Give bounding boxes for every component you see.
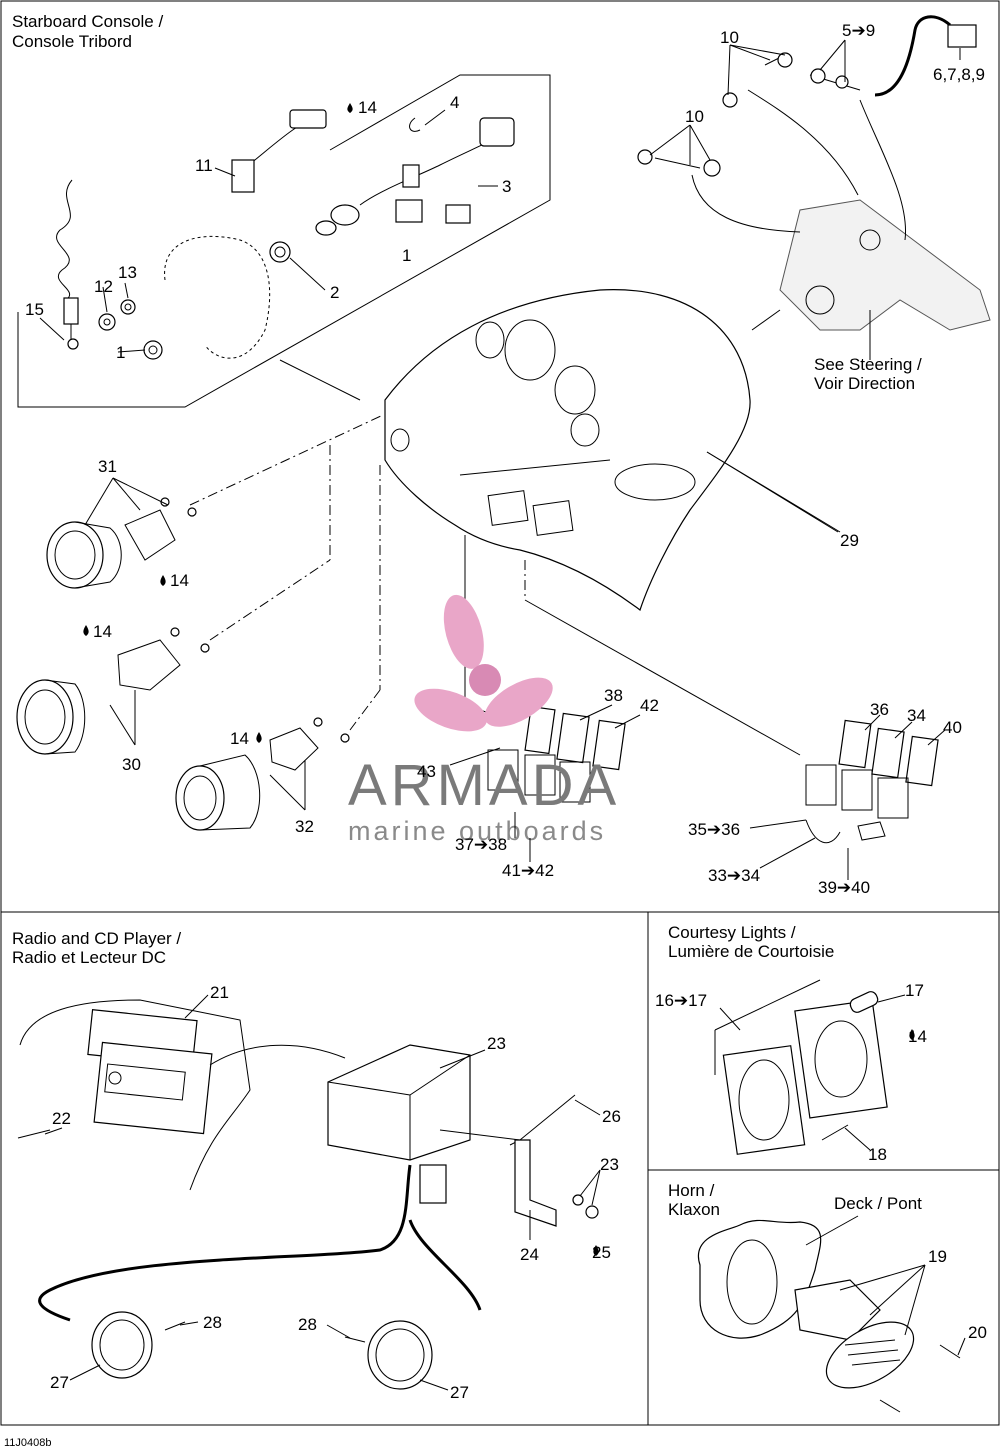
callout-label: 3: [502, 177, 511, 196]
callout-label: 14: [93, 622, 112, 641]
radio-assembly: [17, 999, 599, 1390]
drop-icon: [909, 1029, 915, 1040]
callout-label: 34: [907, 706, 926, 725]
gauge-32: [175, 717, 350, 831]
drop-icons: [83, 103, 915, 1256]
armada-watermark: ARMADA marine outboards: [348, 594, 620, 846]
switch-group-left: [487, 705, 626, 803]
dash-console: [384, 289, 841, 611]
drop-icon: [593, 1245, 599, 1256]
callout-label: 30: [122, 755, 141, 774]
callout-label: 23: [487, 1034, 506, 1053]
callout-label: 20: [968, 1323, 987, 1342]
callout-label: 6,7,8,9: [933, 65, 985, 84]
callout-label: 39➔40: [818, 878, 870, 897]
figure-id: 11J0408b: [4, 1437, 52, 1449]
callout-label: 42: [640, 696, 659, 715]
callout-label: 24: [520, 1245, 539, 1264]
ignition-assembly: [17, 74, 551, 408]
callout-label: 2: [330, 283, 339, 302]
drop-icon: [347, 103, 353, 113]
callout-label: 11: [195, 156, 213, 175]
callout-label: 10: [720, 28, 739, 47]
deck-label: Deck / Pont: [834, 1194, 922, 1213]
callout-label: 31: [98, 457, 117, 476]
callout-label: 14: [230, 729, 249, 748]
watermark-tagline: marine outboards: [348, 816, 606, 846]
callout-label: 1: [402, 246, 411, 265]
radio-title-line1: Radio and CD Player /: [12, 929, 181, 948]
callout-label: 27: [50, 1373, 69, 1392]
callout-label: 28: [203, 1313, 222, 1332]
callout-label: 13: [118, 263, 137, 282]
watermark-brand: ARMADA: [348, 753, 620, 818]
starboard-title-line1: Starboard Console /: [12, 12, 163, 31]
callout-label: 19: [928, 1247, 947, 1266]
propeller-logo-icon: [414, 594, 553, 732]
callout-label: 36: [870, 700, 889, 719]
drop-icon: [160, 575, 166, 586]
callout-label: 37➔38: [455, 835, 507, 854]
callout-label: 15: [25, 300, 44, 319]
callout-label: 17: [905, 981, 924, 1000]
callout-label: 23: [600, 1155, 619, 1174]
drop-icon: [83, 625, 89, 636]
courtesy-title-line1: Courtesy Lights /: [668, 923, 796, 942]
leader-lines: [39, 39, 966, 1391]
steering-ref-line1: See Steering /: [814, 355, 922, 374]
callout-label: 14: [170, 571, 189, 590]
callout-label: 38: [604, 686, 623, 705]
callout-label: 18: [868, 1145, 887, 1164]
steering-assembly: [637, 15, 991, 360]
callout-label: 28: [298, 1315, 317, 1334]
callout-label: 1: [116, 343, 125, 362]
callout-label: 29: [840, 531, 859, 550]
callout-label: 5➔9: [842, 21, 875, 40]
starboard-title-line2: Console Tribord: [12, 32, 132, 51]
courtesy-light-assembly: [714, 979, 888, 1155]
gauge-31: [46, 497, 197, 589]
horn-title-line1: Horn /: [668, 1181, 715, 1200]
callout-label: 12: [94, 277, 113, 296]
radio-title-line2: Radio et Lecteur DC: [12, 948, 166, 967]
callout-label: 21: [210, 983, 229, 1002]
callout-label: 14: [358, 98, 377, 117]
callout-label: 32: [295, 817, 314, 836]
callout-label: 4: [450, 93, 459, 112]
horn-title-line2: Klaxon: [668, 1200, 720, 1219]
horn-assembly: [697, 1219, 961, 1413]
gauge-30: [16, 627, 210, 755]
callout-label: 10: [685, 107, 704, 126]
callout-label: 40: [943, 718, 962, 737]
callout-label: 43: [417, 762, 436, 781]
callout-label: 35➔36: [688, 820, 740, 839]
callout-label: 27: [450, 1383, 469, 1402]
courtesy-title-line2: Lumière de Courtoisie: [668, 942, 834, 961]
callout-label: 33➔34: [708, 866, 760, 885]
callout-label: 26: [602, 1107, 621, 1126]
steering-ref-line2: Voir Direction: [814, 374, 915, 393]
callout-label: 22: [52, 1109, 71, 1128]
callout-labels: 1 1 2 3 4 14 11 5➔9 6,7,8,9 10 10 12 13 …: [25, 21, 987, 1402]
panel-frame: [0, 0, 1000, 1426]
switch-group-right: [805, 719, 939, 844]
drop-icon: [256, 732, 262, 743]
callout-label: 16➔17: [655, 991, 707, 1010]
callout-label: 41➔42: [502, 861, 554, 880]
